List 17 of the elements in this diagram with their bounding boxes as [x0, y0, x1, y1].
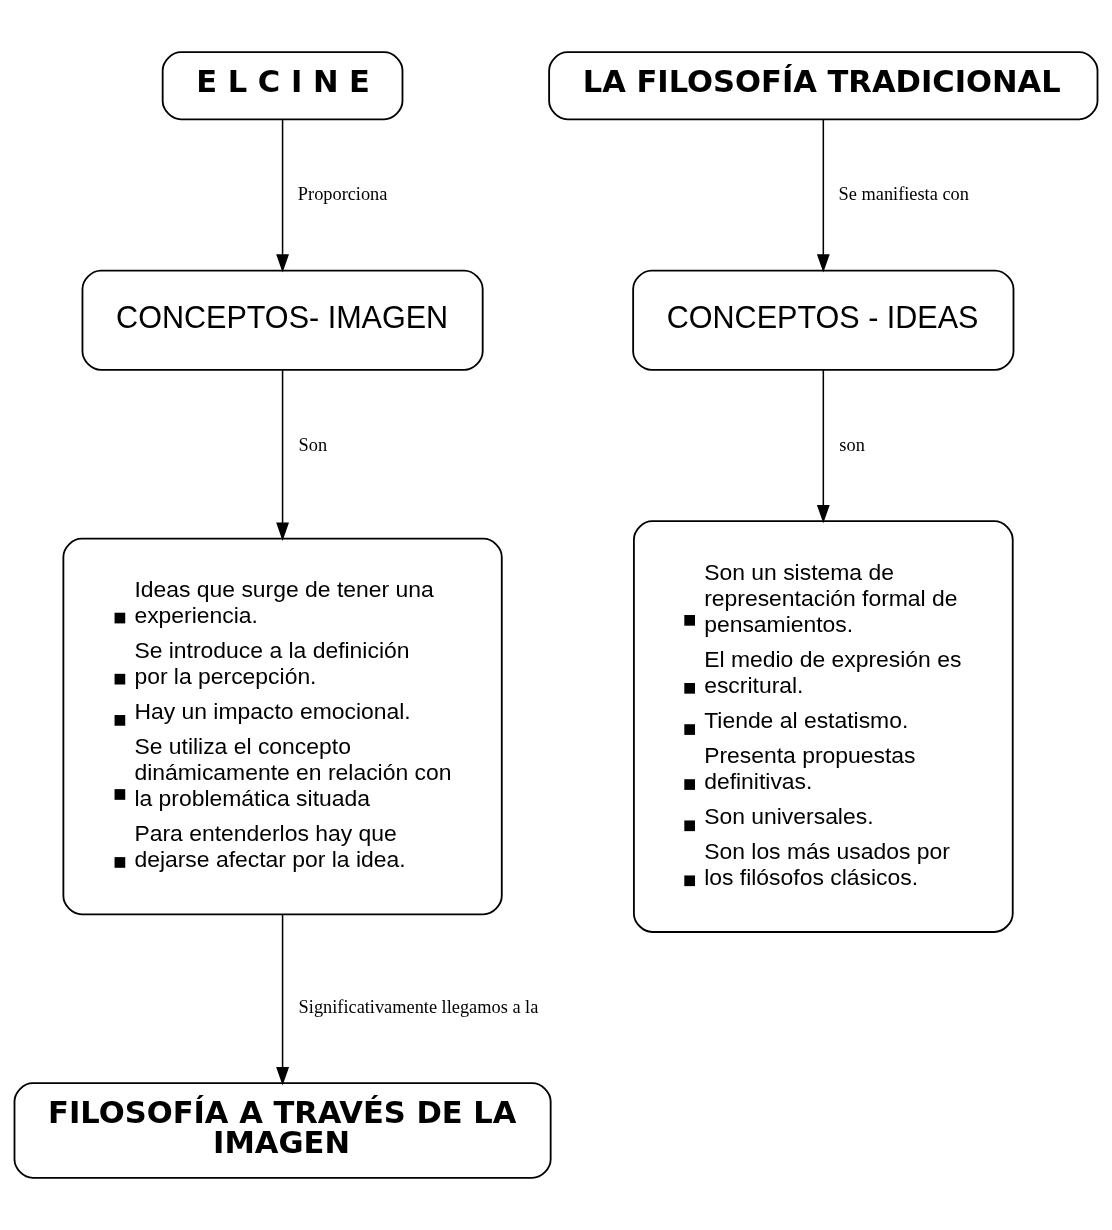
edge-label: Proporciona	[297, 184, 388, 205]
node-box: E L C I N E	[161, 51, 404, 121]
node-box: LA FILOSOFÍA TRADICIONAL	[548, 51, 1099, 121]
edge-label: Significativamente llegamos a la	[298, 997, 539, 1018]
arrow	[276, 913, 289, 1086]
edge-label: Se manifiesta con	[838, 184, 969, 205]
node-box: Son un sistema de representación formal de pensamientos. El medio de expresión es escritural. Tiende al estatismo. Presenta propuestas definitivas. Son universales. Son los más usados por los filósofos clásicos.	[633, 520, 1014, 933]
arrow	[276, 369, 289, 541]
edge-label: Son	[298, 434, 328, 455]
node-box: FILOSOFÍA A TRAVÉS DE LA IMAGEN	[13, 1082, 552, 1179]
edge-label: son	[839, 434, 865, 455]
arrow	[816, 118, 830, 273]
arrow	[276, 118, 289, 273]
node-box: Ideas que surge de tener una experiencia. Se introduce a la definición por la percepción. Hay un impacto emocional. Se utiliza el concepto dinámicamente en relación con la problemática situada Para entenderlos hay que dejarse afectar por la idea.	[62, 537, 503, 916]
node-box: CONCEPTOS - IDEAS	[632, 269, 1015, 371]
arrow	[816, 369, 830, 524]
node-box: CONCEPTOS- IMAGEN	[81, 269, 484, 371]
